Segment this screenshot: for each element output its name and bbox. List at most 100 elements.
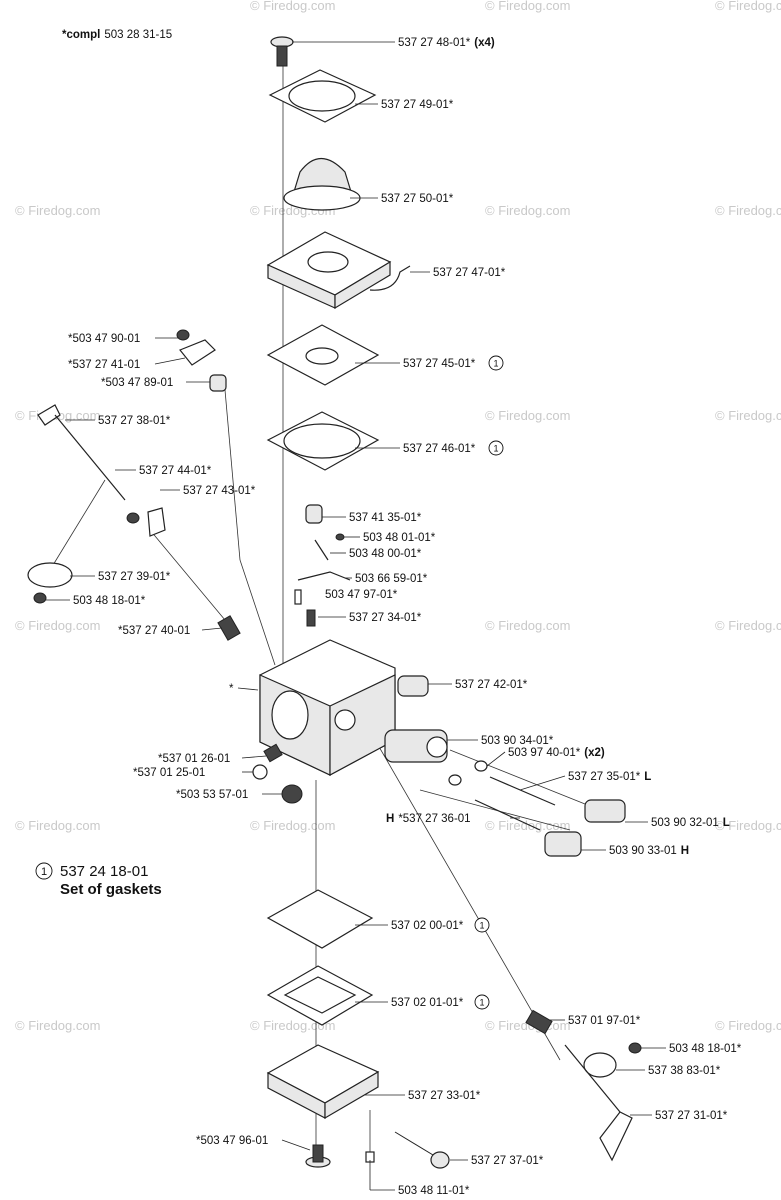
watermark: © Firedog.com bbox=[485, 203, 570, 218]
assembly-axis bbox=[49, 479, 106, 571]
bushing-503-47-89-01 bbox=[209, 374, 227, 392]
choke-shaft-537-27-31-01 bbox=[564, 1044, 633, 1162]
label-503-48-18-01: 503 48 18-01* bbox=[73, 595, 146, 607]
spring-537-01-26-01 bbox=[263, 743, 283, 763]
watermark: © Firedog.com bbox=[250, 0, 335, 13]
screw-503-48-18-01 bbox=[33, 592, 47, 604]
label-537-27-46-01: 537 27 46-01* bbox=[403, 443, 476, 455]
primer-bulb-537-27-50-01 bbox=[283, 157, 361, 211]
gasket-537-27-46-01 bbox=[266, 411, 380, 471]
lever-503-66-59-01 bbox=[297, 571, 351, 581]
label-503-66-59-01: 503 66 59-01* bbox=[355, 573, 428, 585]
watermark: © Firedog.com bbox=[485, 818, 570, 833]
watermark: © Firedog.com bbox=[250, 818, 335, 833]
label-537-02-00-01: 537 02 00-01* bbox=[391, 920, 464, 932]
cap-503-90-32-01 bbox=[584, 799, 626, 823]
o-ring-503-97-40-01 bbox=[448, 760, 488, 786]
label-537-27-43-01: 537 27 43-01* bbox=[183, 485, 256, 497]
label-537-27-48-01: 537 27 48-01*(x4) bbox=[398, 37, 495, 49]
watermark: © Firedog.com bbox=[715, 618, 781, 633]
watermark: © Firedog.com bbox=[15, 203, 100, 218]
limiter-cap-503-90-34-01 bbox=[384, 729, 448, 763]
lever-537-27-43-01 bbox=[147, 507, 166, 537]
gasket-537-02-00-01 bbox=[266, 889, 374, 949]
watermark: © Firedog.com bbox=[250, 1018, 335, 1033]
watermark: © Firedog.com bbox=[15, 1018, 100, 1033]
watermark: © Firedog.com bbox=[485, 408, 570, 423]
screw-503-47-90-01 bbox=[176, 329, 190, 341]
pin-503-48-00-01 bbox=[314, 539, 329, 561]
watermark: © Firedog.com bbox=[485, 0, 570, 13]
label-503-90-34-01: 503 90 34-01* bbox=[481, 735, 554, 747]
cap-537-27-42-01 bbox=[397, 675, 429, 697]
spring-537-01-97-01 bbox=[525, 1009, 553, 1035]
pump-cover-537-27-33-01 bbox=[266, 1044, 380, 1120]
label-537-27-38-01: 537 27 38-01* bbox=[98, 415, 171, 427]
label-star: * bbox=[229, 683, 234, 695]
throttle-shaft-537-27-38-01 bbox=[37, 404, 126, 501]
label-503-48-01-01: 503 48 01-01* bbox=[363, 532, 436, 544]
gasket-set-legend: 1 537 24 18-01 Set of gaskets bbox=[35, 862, 162, 898]
gasket-set-marker bbox=[488, 355, 504, 371]
leader-lines bbox=[46, 41, 666, 1191]
label-537-38-83-01: 537 38 83-01* bbox=[648, 1065, 721, 1077]
label-503-47-89-01: *503 47 89-01 bbox=[101, 377, 173, 389]
gasket-set-marker-text: 1 bbox=[479, 998, 484, 1008]
spring-537-27-40-01 bbox=[217, 615, 241, 641]
watermark: © Firedog.com bbox=[715, 408, 781, 423]
label-503-48-00-01: 503 48 00-01* bbox=[349, 548, 422, 560]
assembly-axis bbox=[449, 749, 601, 811]
cap-503-90-33-01 bbox=[544, 831, 582, 857]
label-503-53-57-01: *503 53 57-01 bbox=[176, 789, 248, 801]
lever-537-27-41-01 bbox=[179, 339, 216, 366]
screw-537-27-37-01 bbox=[394, 1131, 450, 1169]
gasket-set-marker bbox=[474, 917, 490, 933]
label-503-48-18-01-b: 503 48 18-01* bbox=[669, 1043, 742, 1055]
choke-valve-537-38-83-01 bbox=[583, 1052, 617, 1078]
assembly-axis bbox=[224, 389, 241, 561]
label-537-27-49-01: 537 27 49-01* bbox=[381, 99, 454, 111]
washer-537-27-44-01 bbox=[126, 512, 140, 524]
label-503-47-90-01: *503 47 90-01 bbox=[68, 333, 140, 345]
assembly-axis bbox=[239, 559, 276, 666]
watermark-layer: © Firedog.com © Firedog.com © Firedog.co… bbox=[15, 0, 781, 1033]
label-537-27-35-01: 537 27 35-01*L bbox=[568, 771, 651, 783]
label-537-27-47-01: 537 27 47-01* bbox=[433, 267, 506, 279]
label-537-01-26-01: *537 01 26-01 bbox=[158, 753, 230, 765]
label-537-41-35-01: 537 41 35-01* bbox=[349, 512, 422, 524]
needle-537-41-35-01 bbox=[305, 504, 323, 524]
label-537-27-37-01: 537 27 37-01* bbox=[471, 1155, 544, 1167]
legend-part-number: 537 24 18-01 bbox=[60, 863, 148, 880]
pin-503-47-97-01 bbox=[294, 589, 302, 605]
screw-503-47-96-01 bbox=[305, 1144, 331, 1168]
label-503-48-11-01: 503 48 11-01* bbox=[398, 1185, 470, 1197]
watermark: © Firedog.com bbox=[715, 0, 781, 13]
label-537-27-45-01: 537 27 45-01* bbox=[403, 358, 476, 370]
label-503-97-40-01: 503 97 40-01*(x2) bbox=[508, 747, 605, 759]
label-537-27-44-01: 537 27 44-01* bbox=[139, 465, 212, 477]
watermark: © Firedog.com bbox=[485, 618, 570, 633]
watermark: © Firedog.com bbox=[15, 818, 100, 833]
label-503-47-97-01: 503 47 97-01* bbox=[325, 589, 398, 601]
label-537-01-97-01: 537 01 97-01* bbox=[568, 1015, 641, 1027]
needle-537-27-36-01 bbox=[474, 799, 541, 831]
gasket-set-marker-text: 1 bbox=[493, 444, 498, 454]
assembly-axis bbox=[377, 744, 561, 1061]
assembly-axis bbox=[149, 529, 226, 621]
watermark: © Firedog.com bbox=[715, 203, 781, 218]
watermark: © Firedog.com bbox=[715, 818, 781, 833]
label-537-01-25-01: *537 01 25-01 bbox=[133, 767, 205, 779]
label-537-27-40-01: *537 27 40-01 bbox=[118, 625, 190, 637]
cover-537-27-47-01 bbox=[266, 231, 411, 310]
carburetor-body bbox=[259, 639, 396, 777]
label-537-27-50-01: 537 27 50-01* bbox=[381, 193, 454, 205]
needle-537-27-35-01 bbox=[489, 776, 556, 806]
gasket-set-marker-text: 1 bbox=[493, 359, 498, 369]
part-labels: 537 27 48-01*(x4) 537 27 49-01* 537 27 5… bbox=[68, 37, 742, 1197]
label-537-27-31-01: 537 27 31-01* bbox=[655, 1110, 728, 1122]
label-537-02-01-01: 537 02 01-01* bbox=[391, 997, 464, 1009]
